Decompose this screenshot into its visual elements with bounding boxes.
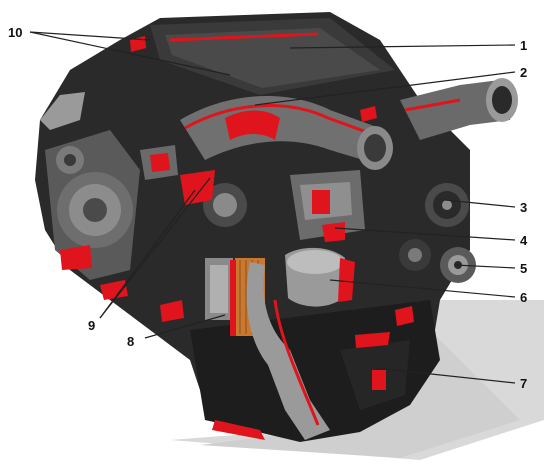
oil-module	[285, 247, 355, 307]
coolant-pipe	[246, 262, 330, 440]
intake-pipe	[400, 78, 518, 140]
charge-air-duct	[180, 96, 393, 170]
leader-9b	[99, 189, 196, 319]
callout-1: 1	[520, 38, 527, 53]
leader-3	[444, 199, 516, 208]
callout-6: 6	[520, 290, 527, 305]
callout-labels: 1 2 3 4 5 6 7 8 9 10	[8, 25, 528, 391]
oil-pan	[212, 332, 410, 440]
leader-6	[329, 279, 516, 298]
callout-3: 3	[520, 200, 527, 215]
leader-10b	[29, 31, 231, 76]
callout-2: 2	[520, 65, 527, 80]
cutaway-highlights	[100, 36, 414, 326]
front-cover	[40, 92, 140, 280]
leader-2	[254, 71, 516, 106]
leader-8	[144, 314, 226, 339]
leader-4	[334, 227, 516, 241]
turbo-egr	[140, 145, 247, 227]
callout-4: 4	[520, 233, 528, 248]
leader-7	[374, 367, 516, 384]
leader-9	[99, 177, 211, 319]
leader-lines	[29, 31, 516, 384]
callout-10: 10	[8, 25, 22, 40]
callout-8: 8	[127, 334, 134, 349]
callout-7: 7	[520, 376, 527, 391]
leader-5	[454, 264, 516, 269]
fuel-pump	[290, 170, 365, 242]
callout-9: 9	[88, 318, 95, 333]
callout-5: 5	[520, 261, 527, 276]
leader-10a	[29, 31, 151, 41]
leader-1	[289, 44, 516, 49]
